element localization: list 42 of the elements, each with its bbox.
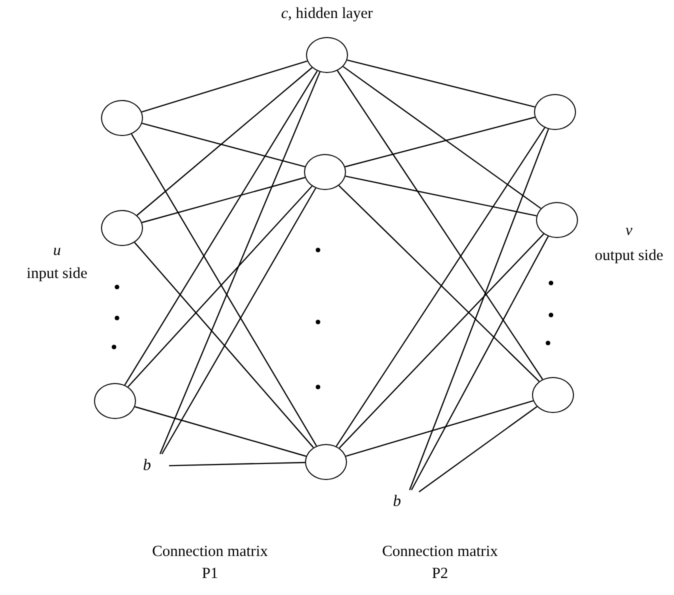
connection-line — [344, 116, 536, 168]
layer-label: c, hidden layer — [281, 4, 373, 24]
layer-label: output side — [594, 246, 664, 266]
connection-line — [161, 188, 316, 454]
connection-line — [136, 67, 312, 216]
connection-line — [134, 406, 306, 457]
bias-label: b — [141, 457, 153, 475]
layer-label: Connection matrix P2 — [381, 542, 499, 584]
connection-line — [131, 134, 317, 446]
connection-line — [124, 70, 318, 386]
layer-label: Connection matrix P1 — [151, 542, 269, 584]
neuron-circle — [304, 154, 346, 190]
neuron-circle — [306, 37, 348, 73]
connection-line — [142, 176, 306, 224]
connection-line — [142, 60, 308, 112]
connection-line — [168, 462, 306, 466]
bias-label: b — [391, 493, 403, 511]
connection-line — [342, 66, 542, 209]
connection-line — [336, 127, 546, 447]
connection-line — [345, 176, 537, 216]
connection-line — [336, 70, 544, 380]
neuron-circle — [532, 377, 574, 413]
neuron-circle — [101, 210, 143, 246]
connection-line — [338, 234, 544, 448]
layer-label: input side — [26, 264, 88, 284]
layer-label: v — [626, 221, 632, 241]
neuron-circle — [534, 94, 576, 130]
neuron-circle — [101, 100, 143, 136]
neuron-circle — [305, 444, 347, 480]
layer-label: u — [53, 241, 61, 261]
connection-line — [410, 236, 549, 490]
connection-line — [159, 72, 320, 454]
neuron-circle — [536, 202, 578, 238]
connection-line — [409, 128, 549, 490]
connection-line — [347, 59, 535, 108]
connection-line — [418, 406, 538, 492]
neuron-circle — [94, 383, 136, 419]
connection-line — [128, 186, 312, 388]
connection-line — [346, 400, 534, 457]
connection-line — [142, 122, 306, 168]
connection-line — [134, 242, 314, 448]
connection-line — [338, 185, 540, 382]
